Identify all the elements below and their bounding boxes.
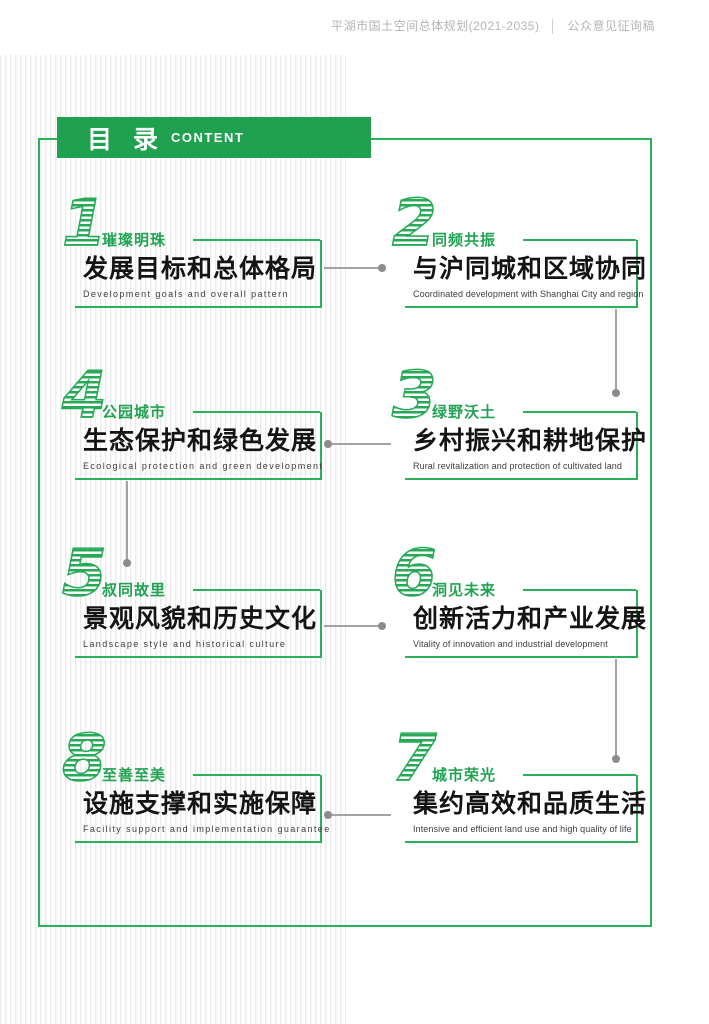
chapter-title: 生态保护和绿色发展: [83, 427, 318, 455]
connector-line-6-7: [615, 659, 617, 757]
chapter-subtitle-en: Vitality of innovation and industrial de…: [413, 639, 608, 649]
chapter-box: 生态保护和绿色发展 Ecological protection and gree…: [75, 411, 324, 480]
chapter-title: 设施支撑和实施保障: [83, 790, 318, 818]
connector-line-3-4: [327, 443, 391, 445]
connector-dot-1-2: [378, 264, 386, 272]
chapter-subtitle-en: Intensive and efficient land use and hig…: [413, 824, 632, 834]
chapter-box: 乡村振兴和耕地保护 Rural revitalization and prote…: [405, 411, 648, 480]
chapter-subtitle-en: Rural revitalization and protection of c…: [413, 461, 623, 471]
chapter-tag: 洞见未来: [432, 582, 497, 599]
chapter-tag: 至善至美: [102, 767, 167, 784]
chapter-box: 设施支撑和实施保障 Facility support and implement…: [75, 774, 331, 843]
chapter-number: 1: [61, 187, 107, 261]
chapter-number: 4: [61, 359, 107, 433]
chapter-title: 景观风貌和历史文化: [83, 605, 318, 633]
document-header: 平湖市国土空间总体规划(2021-2035) │ 公众意见征询稿: [331, 17, 655, 34]
connector-line-7-8: [327, 814, 391, 816]
chapter-title: 创新活力和产业发展: [413, 605, 648, 633]
chapter-box: 发展目标和总体格局 Development goals and overall …: [75, 239, 322, 308]
chapter-number: 3: [391, 359, 437, 433]
chapter-title: 发展目标和总体格局: [83, 255, 318, 283]
connector-line-1-2: [324, 267, 382, 269]
chapter-box: 景观风貌和历史文化 Landscape style and historical…: [75, 589, 322, 658]
pinstripe-background: [0, 55, 346, 1024]
chapter-tag: 叔同故里: [102, 582, 167, 599]
toc-title-bar: 目 录 CONTENT: [57, 117, 371, 158]
connector-dot-4-5: [123, 559, 131, 567]
chapter-tag: 同频共振: [432, 232, 497, 249]
connector-dot-7-8: [324, 811, 332, 819]
document-subtitle: 公众意见征询稿: [567, 19, 655, 33]
chapter-title: 集约高效和品质生活: [413, 790, 648, 818]
box-top-border: [193, 589, 320, 591]
chapter-number: 2: [391, 187, 437, 261]
box-top-border: [523, 239, 636, 241]
chapter-number: 8: [61, 722, 107, 796]
chapter-title: 与沪同城和区域协同: [413, 255, 648, 283]
box-top-border: [523, 411, 636, 413]
connector-line-5-6: [324, 625, 382, 627]
chapter-subtitle-en: Facility support and implementation guar…: [83, 824, 331, 834]
box-top-border: [193, 239, 320, 241]
toc-title-cn: 目 录: [87, 125, 165, 154]
chapter-subtitle-en: Ecological protection and green developm…: [83, 461, 324, 471]
chapter-tag: 绿野沃土: [432, 404, 497, 421]
chapter-box: 创新活力和产业发展 Vitality of innovation and ind…: [405, 589, 648, 658]
chapter-subtitle-en: Coordinated development with Shanghai Ci…: [413, 289, 644, 299]
chapter-box: 集约高效和品质生活 Intensive and efficient land u…: [405, 774, 648, 843]
chapter-tag: 城市荣光: [432, 767, 497, 784]
box-top-border: [523, 589, 636, 591]
connector-dot-2-3: [612, 389, 620, 397]
connector-dot-5-6: [378, 622, 386, 630]
connector-line-4-5: [126, 481, 128, 561]
connector-dot-3-4: [324, 440, 332, 448]
chapter-tag: 公园城市: [102, 404, 167, 421]
connector-line-2-3: [615, 309, 617, 391]
chapter-tag: 璀璨明珠: [102, 232, 167, 249]
toc-title-en: CONTENT: [170, 130, 245, 145]
box-top-border: [193, 774, 320, 776]
box-top-border: [523, 774, 636, 776]
chapter-number: 5: [61, 537, 107, 611]
header-separator: │: [549, 19, 558, 33]
box-top-border: [193, 411, 320, 413]
chapter-number: 6: [391, 537, 437, 611]
connector-dot-6-7: [612, 755, 620, 763]
chapter-box: 与沪同城和区域协同 Coordinated development with S…: [405, 239, 648, 308]
chapter-number: 7: [391, 722, 437, 796]
chapter-subtitle-en: Landscape style and historical culture: [83, 639, 287, 649]
chapter-title: 乡村振兴和耕地保护: [413, 427, 648, 455]
document-title: 平湖市国土空间总体规划(2021-2035): [331, 19, 540, 33]
chapter-subtitle-en: Development goals and overall pattern: [83, 289, 289, 299]
